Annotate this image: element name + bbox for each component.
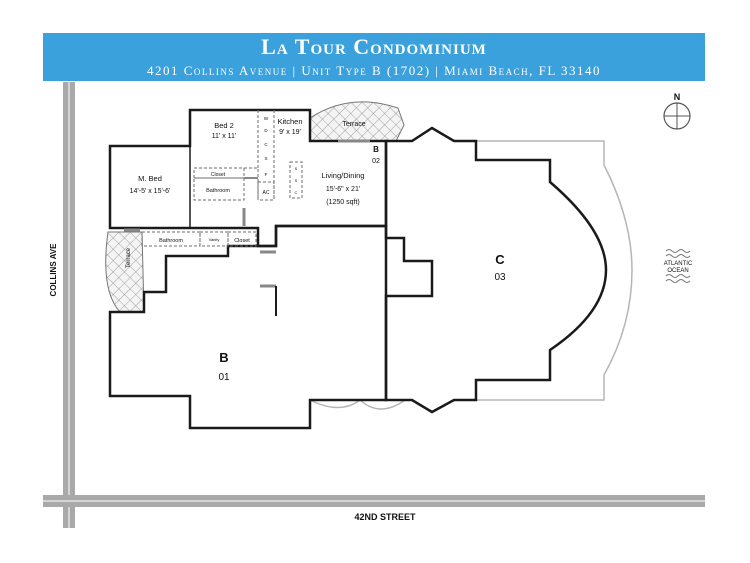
collins-avenue-street (63, 82, 75, 528)
mbed-size: 14'-5' x 15'-6' (130, 188, 171, 195)
kitchen-name: Kitchen (277, 117, 302, 126)
appliance-letter-2: S (295, 178, 298, 183)
closet-low-label: Closet (234, 238, 250, 244)
washer-letter-d: D (264, 128, 268, 133)
washer-letter-f: F (265, 172, 268, 177)
living-size: 15'-6" x 21' (326, 186, 360, 193)
ac-label: AC (263, 190, 270, 196)
terrace-top-label: Terrace (342, 121, 365, 128)
unit-b01-letter: B (219, 350, 228, 365)
42nd-street (43, 495, 705, 507)
terrace-side (105, 231, 145, 313)
vanity-label: Vanity (209, 237, 220, 242)
bathroom-mid-label: Bathroom (206, 188, 230, 194)
unit-c-balcony-outline (476, 140, 633, 401)
building-address: 4201 Collins Avenue | Unit Type B (1702)… (146, 63, 602, 78)
unit-b01-number: 01 (218, 372, 230, 383)
washer-letter-s: S (264, 156, 267, 161)
unit-b02-number: 02 (372, 158, 380, 165)
unit-b02-walls (108, 108, 388, 248)
terrace-top (309, 101, 405, 142)
bed2-size: 11' x 11' (212, 133, 237, 140)
washer-letter-w: W (264, 116, 269, 121)
unit-c-walls (384, 126, 608, 414)
washer-letter-c: C (264, 142, 268, 147)
unit-b02-interior-walls (141, 110, 303, 247)
mbed-name: M. Bed (138, 174, 162, 183)
building-title: La Tour Condominium (261, 34, 487, 59)
closet-top-label: Closet (211, 172, 226, 178)
unit-c03-number: 03 (494, 272, 506, 283)
appliance-letter-1: S (295, 166, 298, 171)
kitchen-size: 9' x 19' (279, 129, 301, 136)
waves-icon (665, 249, 691, 283)
unit-b02-letter: B (373, 145, 379, 154)
bed2-name: Bed 2 (214, 121, 234, 130)
unit-b01-walls (108, 224, 388, 430)
unit-b01-balcony-outline (309, 399, 406, 410)
bathroom-low-label: Bathroom (159, 238, 183, 244)
ocean-label-line1: ATLANTIC (664, 261, 693, 267)
ocean-label-line2: OCEAN (667, 268, 688, 274)
living-name: Living/Dining (322, 171, 365, 180)
north-label: N (674, 92, 681, 102)
collins-ave-label: COLLINS AVE (49, 243, 58, 297)
42nd-street-label: 42ND STREET (354, 512, 416, 522)
appliance-letter-3: C (295, 190, 298, 195)
title-banner: La Tour Condominium 4201 Collins Avenue … (43, 33, 705, 81)
compass-icon (663, 102, 691, 130)
unit-c03-letter: C (495, 252, 505, 267)
living-sqft: (1250 sqft) (326, 199, 359, 206)
terrace-side-label: Terrace (126, 247, 132, 268)
